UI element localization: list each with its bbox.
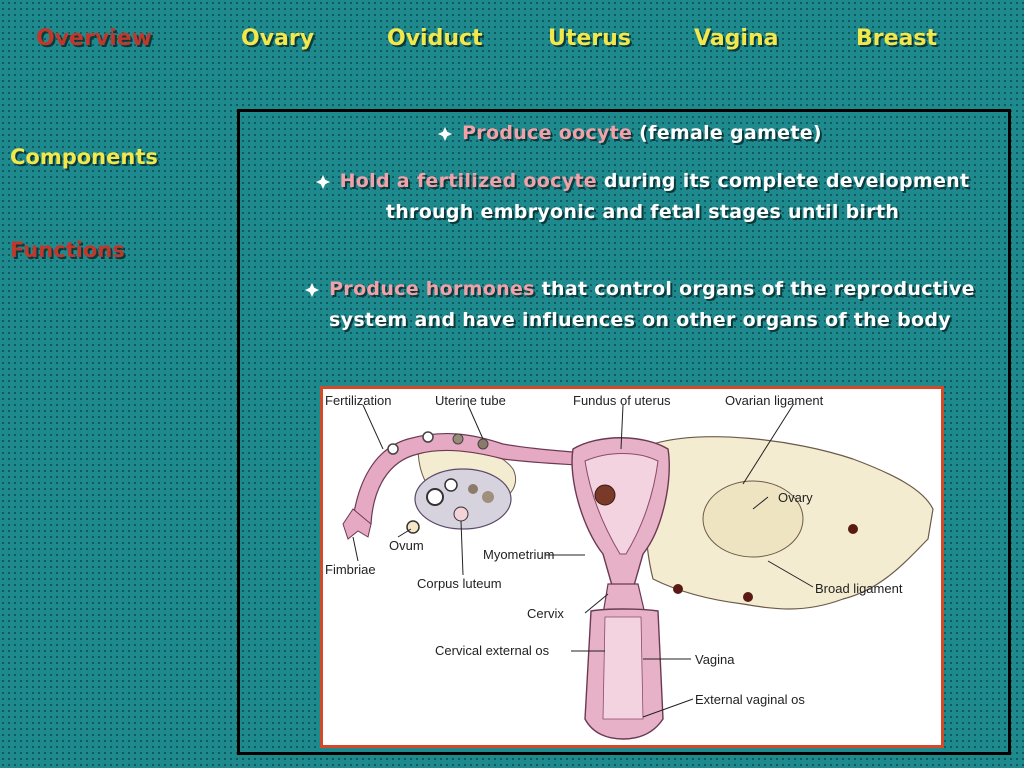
bullet-produce-oocyte: Produce oocyte (female gamete): [380, 118, 880, 149]
vaginal-canal-shape: [602, 616, 644, 720]
oocyte-icon: [387, 443, 399, 455]
label-ovarian-ligament: Ovarian ligament: [725, 393, 824, 408]
label-fertilization: Fertilization: [325, 393, 391, 408]
content-panel: [237, 109, 1011, 755]
label-uterine-tube: Uterine tube: [435, 393, 506, 408]
diamond-bullet-icon: [315, 174, 330, 189]
nav-oviduct[interactable]: Oviduct: [387, 26, 483, 51]
sidebar-functions-link[interactable]: Functions: [10, 238, 125, 262]
embryo-icon: [477, 438, 489, 450]
reproductive-tract-diagram: Fertilization Uterine tube Fundus of ute…: [320, 386, 944, 748]
bullet-highlight: Produce oocyte: [462, 122, 633, 144]
label-fundus: Fundus of uterus: [573, 393, 671, 408]
bullet-text: (female gamete): [632, 122, 822, 144]
label-broad-ligament: Broad ligament: [815, 581, 903, 596]
follicle-icon: [444, 478, 458, 492]
label-external-os: External vaginal os: [695, 692, 805, 707]
diagram-illustration: Fertilization Uterine tube Fundus of ute…: [325, 393, 934, 740]
oocyte-icon: [422, 431, 434, 443]
label-ovum: Ovum: [389, 538, 424, 553]
bullet-produce-hormones: Produce hormones that control organs of …: [305, 274, 975, 336]
nav-breast[interactable]: Breast: [856, 26, 937, 51]
bullet-text: during its complete development through …: [385, 170, 970, 223]
sidebar-components-link[interactable]: Components: [10, 145, 158, 169]
nav-overview[interactable]: Overview: [36, 26, 152, 51]
label-cervix: Cervix: [527, 606, 564, 621]
follicle-icon: [482, 491, 494, 503]
right-ovary-shape: [702, 480, 804, 558]
label-ovary: Ovary: [778, 490, 813, 505]
bullet-highlight: Produce hormones: [329, 278, 535, 300]
label-cervical-os: Cervical external os: [435, 643, 550, 658]
ovary-marker-icon: [848, 524, 858, 534]
label-corpus-luteum: Corpus luteum: [417, 576, 502, 591]
bullet-hold-oocyte: Hold a fertilized oocyte during its comp…: [290, 166, 995, 228]
label-vagina: Vagina: [695, 652, 735, 667]
nav-ovary[interactable]: Ovary: [241, 26, 315, 51]
follicle-icon: [426, 488, 444, 506]
diamond-bullet-icon: [305, 282, 320, 297]
bullet-text: that control organs of the reproductive …: [329, 278, 975, 331]
label-fimbriae: Fimbriae: [325, 562, 376, 577]
follicle-icon: [468, 484, 478, 494]
diamond-bullet-icon: [438, 126, 453, 141]
bullet-highlight: Hold a fertilized oocyte: [339, 170, 597, 192]
corpus-luteum-icon: [453, 506, 469, 522]
nav-uterus[interactable]: Uterus: [548, 26, 631, 51]
label-myometrium: Myometrium: [483, 547, 555, 562]
nav-vagina[interactable]: Vagina: [694, 26, 779, 51]
ovum-icon: [406, 520, 420, 534]
implanted-embryo-icon: [594, 484, 616, 506]
uterine-cavity-shape: [584, 453, 659, 555]
fimbriae-shape: [342, 508, 372, 540]
left-ovary-shape: [414, 468, 512, 530]
ovary-marker-icon: [743, 592, 753, 602]
ovary-marker-icon: [673, 584, 683, 594]
embryo-icon: [452, 433, 464, 445]
leader-lines: [352, 404, 814, 718]
